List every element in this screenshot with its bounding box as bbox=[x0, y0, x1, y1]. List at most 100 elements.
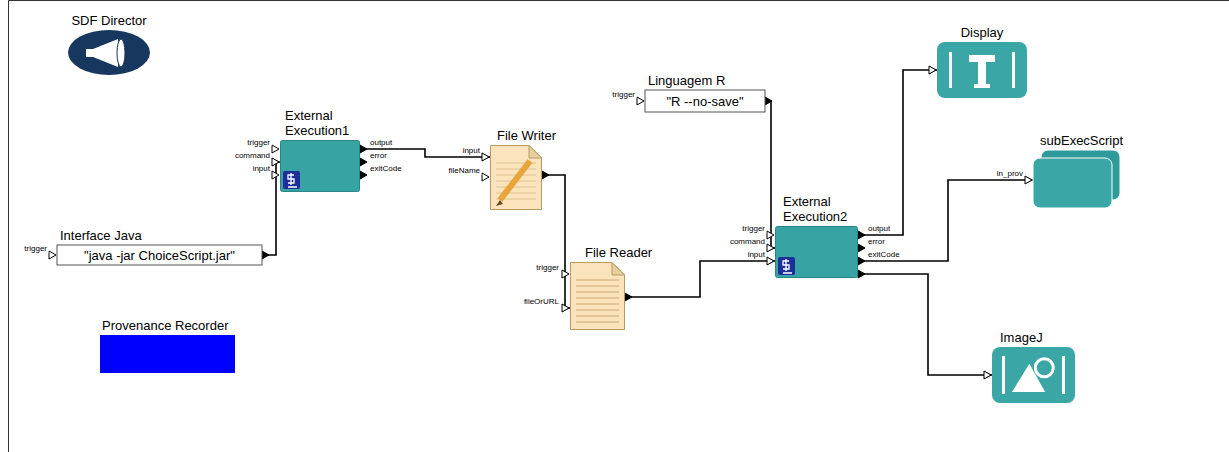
port-name: exitCode bbox=[369, 164, 403, 173]
actor-name: ImageJ bbox=[1000, 330, 1043, 345]
actor-name: subExecScript bbox=[1040, 133, 1123, 148]
port-name: command bbox=[234, 151, 271, 160]
port-name: error bbox=[369, 151, 388, 160]
node-shape bbox=[992, 347, 1075, 403]
input-port bbox=[767, 257, 774, 265]
input-port bbox=[767, 244, 774, 252]
input-port bbox=[482, 173, 489, 181]
output-port bbox=[360, 158, 367, 166]
document-line bbox=[576, 298, 619, 299]
data-connector bbox=[858, 180, 1033, 261]
shell-glyph bbox=[288, 173, 297, 187]
string-box-outline bbox=[57, 245, 262, 265]
actor-name: External Execution1 bbox=[285, 108, 359, 138]
output-port bbox=[360, 145, 367, 153]
port-name: exitCode bbox=[867, 250, 901, 259]
port-name: in_prov bbox=[996, 169, 1024, 178]
port-name: input bbox=[747, 250, 766, 259]
display-actor: Display bbox=[937, 42, 1027, 98]
data-connector bbox=[625, 261, 775, 297]
actor-body bbox=[281, 141, 360, 192]
provenance-box: Provenance Recorder bbox=[100, 335, 235, 373]
parameter-value: "R --no-save" bbox=[666, 94, 743, 109]
actor-name: Linguagem R bbox=[648, 73, 725, 88]
data-connector bbox=[262, 162, 280, 255]
port-name: output bbox=[867, 224, 891, 233]
data-connector bbox=[765, 101, 775, 248]
document-line bbox=[576, 292, 619, 293]
port-name: command bbox=[729, 237, 766, 246]
document-line bbox=[576, 280, 619, 281]
exec-actor: External Execution1 bbox=[280, 140, 360, 192]
actor-name: SDF Director bbox=[71, 13, 146, 28]
document-line bbox=[576, 304, 619, 305]
actor-name: File Writer bbox=[497, 128, 556, 143]
input-port bbox=[272, 158, 279, 166]
port-name: trigger bbox=[741, 224, 766, 233]
port-name: trigger bbox=[535, 263, 560, 272]
document-line bbox=[496, 187, 536, 188]
output-port bbox=[262, 251, 269, 259]
megaphone-bell bbox=[117, 39, 125, 67]
node-shape bbox=[490, 145, 542, 210]
director-icon: SDF Director bbox=[68, 30, 150, 75]
actor-name: Interface Java bbox=[60, 228, 142, 243]
input-port bbox=[562, 270, 569, 278]
output-port bbox=[360, 171, 367, 179]
input-port bbox=[272, 171, 279, 179]
actor-body bbox=[776, 227, 858, 278]
output-port bbox=[858, 257, 865, 265]
document-icon bbox=[571, 263, 625, 330]
input-port bbox=[929, 66, 936, 74]
shell-icon bbox=[778, 257, 795, 275]
display-bar bbox=[1012, 52, 1015, 88]
input-port bbox=[272, 145, 279, 153]
actor-name: Display bbox=[961, 25, 1004, 40]
output-port bbox=[858, 244, 865, 252]
mountain-icon bbox=[1012, 364, 1045, 392]
file-writer: File Writer bbox=[490, 145, 542, 210]
node-shape bbox=[68, 30, 150, 75]
display-icon bbox=[937, 42, 1027, 98]
document-line bbox=[576, 316, 619, 317]
port-name: output bbox=[369, 138, 393, 147]
document-line bbox=[576, 286, 619, 287]
output-port bbox=[542, 171, 549, 179]
string-constant: Interface Java"java -jar ChoiceScript.ja… bbox=[57, 245, 262, 265]
document-line bbox=[496, 169, 536, 170]
port-name: fileOrURL bbox=[523, 297, 560, 306]
parameter-value: "java -jar ChoiceScript.jar" bbox=[84, 248, 235, 263]
node-shape bbox=[937, 42, 1027, 98]
string-box-outline bbox=[645, 90, 765, 112]
data-connector bbox=[858, 274, 992, 375]
imagej-icon bbox=[992, 347, 1075, 403]
display-bar bbox=[949, 52, 952, 88]
input-port bbox=[767, 231, 774, 239]
node-shape bbox=[280, 140, 360, 192]
composite-front bbox=[1033, 158, 1112, 208]
file-reader: File Reader bbox=[570, 262, 625, 330]
input-port bbox=[482, 153, 489, 161]
imagej-bar bbox=[1002, 356, 1005, 394]
output-port bbox=[858, 270, 865, 278]
input-port bbox=[637, 97, 644, 105]
shell-icon bbox=[283, 171, 300, 189]
document-fold bbox=[529, 146, 542, 159]
input-port bbox=[49, 251, 56, 259]
document-icon bbox=[491, 146, 542, 210]
pencil-icon bbox=[500, 161, 530, 200]
node-shape bbox=[570, 262, 625, 330]
string-constant: Linguagem R"R --no-save" bbox=[645, 90, 765, 112]
output-port bbox=[765, 97, 772, 105]
node-shape bbox=[100, 335, 235, 373]
lens-icon bbox=[1035, 359, 1053, 377]
port-name: trigger bbox=[611, 90, 636, 99]
data-connector bbox=[858, 70, 937, 235]
input-port bbox=[984, 371, 991, 379]
port-name: error bbox=[867, 237, 886, 246]
composite-actor: subExecScript bbox=[1033, 150, 1120, 208]
canvas-border bbox=[9, 1, 1229, 452]
document-line bbox=[576, 322, 619, 323]
